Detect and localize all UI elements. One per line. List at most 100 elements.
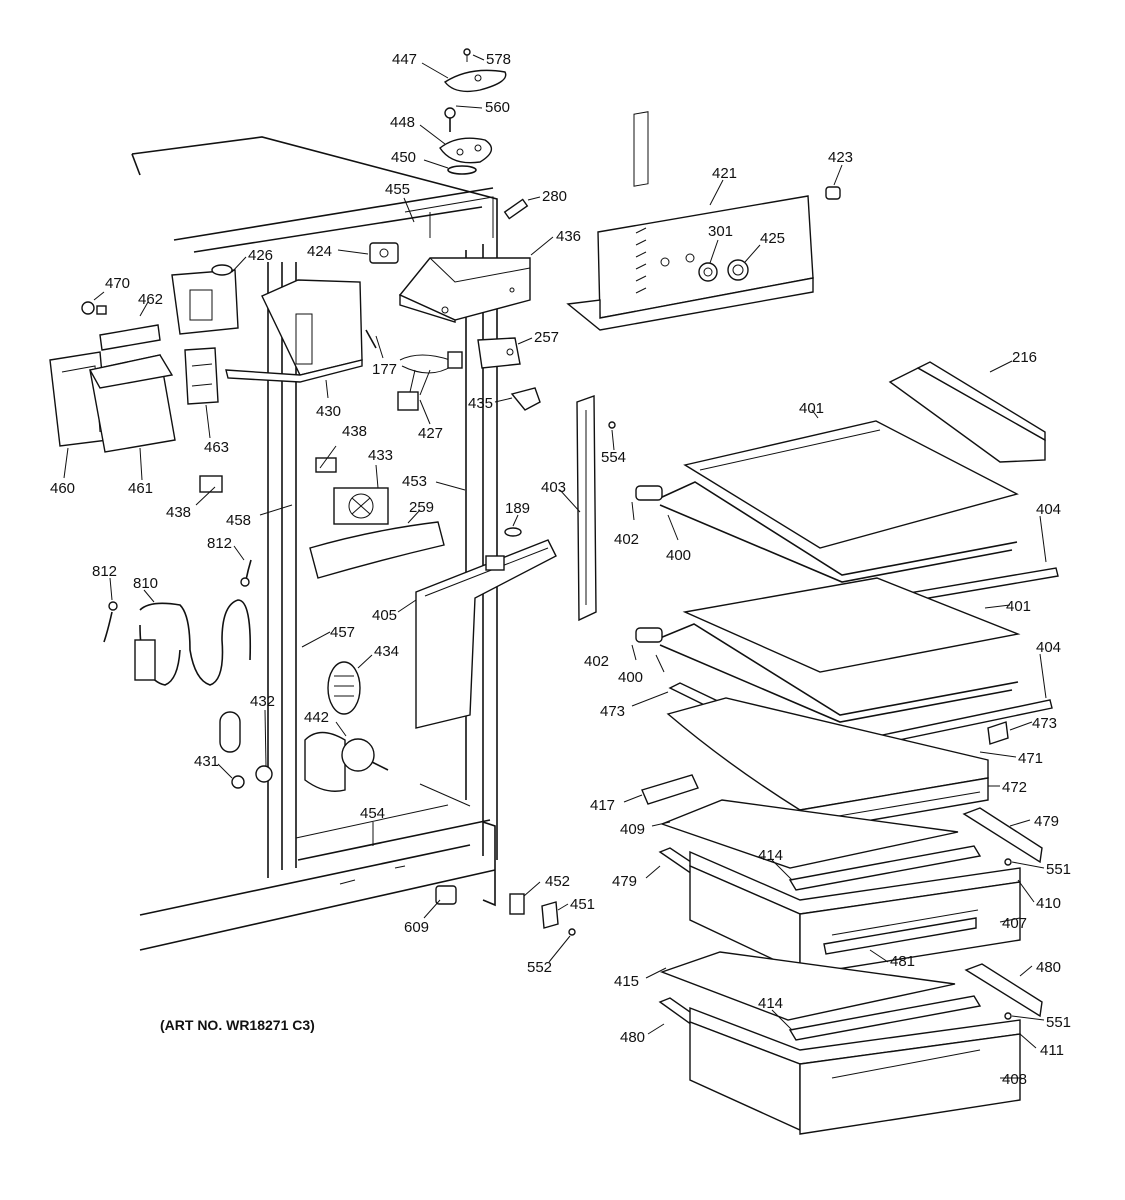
- label-458: 458: [226, 512, 251, 529]
- part-551-screw-lower: [1004, 1012, 1012, 1020]
- part-423-bulb: [825, 186, 841, 200]
- label-457: 457: [330, 624, 355, 641]
- part-189-plug: [504, 527, 522, 537]
- part-411-408-drawer-lower: [689, 1006, 1021, 1135]
- part-447-cover: [443, 69, 507, 93]
- part-414-frame-lower: [788, 995, 982, 1041]
- part-560-screw: [444, 107, 456, 132]
- part-435-clip: [510, 387, 541, 411]
- part-415-glass: [659, 951, 956, 1021]
- label-472: 472: [1002, 779, 1027, 796]
- part-426-damper-control: [171, 264, 239, 335]
- part-434-grille: [327, 661, 361, 715]
- label-400-upper: 400: [666, 547, 691, 564]
- label-177: 177: [372, 361, 397, 378]
- label-432: 432: [250, 693, 275, 710]
- label-433: 433: [368, 447, 393, 464]
- label-462: 462: [138, 291, 163, 308]
- label-481: 481: [890, 953, 915, 970]
- label-454: 454: [360, 805, 385, 822]
- label-402-lower: 402: [584, 653, 609, 670]
- label-407: 407: [1002, 915, 1027, 932]
- part-810-heater: [134, 599, 252, 686]
- label-453: 453: [402, 473, 427, 490]
- part-450-capillary: [447, 165, 477, 175]
- part-433-fan: [333, 487, 389, 525]
- label-409: 409: [620, 821, 645, 838]
- label-431: 431: [194, 753, 219, 770]
- part-417-slide: [641, 774, 699, 805]
- label-280: 280: [542, 188, 567, 205]
- label-434: 434: [374, 643, 399, 660]
- part-438-clip-lower: [199, 475, 223, 493]
- label-480-left: 480: [620, 1029, 645, 1046]
- label-410: 410: [1036, 895, 1061, 912]
- part-257-timer: [477, 337, 521, 369]
- label-408: 408: [1002, 1071, 1027, 1088]
- label-450: 450: [391, 149, 416, 166]
- part-424-switch: [369, 242, 399, 264]
- label-473-left: 473: [600, 703, 625, 720]
- part-463-clip: [184, 347, 219, 405]
- part-812-hose-a: [103, 601, 118, 643]
- label-810: 810: [133, 575, 158, 592]
- label-442: 442: [304, 709, 329, 726]
- label-436: 436: [556, 228, 581, 245]
- part-259-cover: [309, 521, 445, 579]
- label-447: 447: [392, 51, 417, 68]
- label-448: 448: [390, 114, 415, 131]
- part-280-bulb: [503, 198, 529, 220]
- part-551-screw-upper: [1004, 858, 1012, 866]
- label-401-lower: 401: [1006, 598, 1031, 615]
- label-400-lower: 400: [618, 669, 643, 686]
- part-405-duct: [415, 539, 557, 729]
- part-438-clip-upper: [315, 457, 337, 473]
- part-481-handle: [823, 917, 977, 955]
- label-480-right: 480: [1036, 959, 1061, 976]
- part-400-shelf-frame-lower: [659, 623, 1019, 723]
- part-425-knob: [727, 259, 749, 281]
- label-424: 424: [307, 243, 332, 260]
- part-461-duct: [88, 354, 176, 453]
- part-301-knob: [698, 262, 718, 282]
- label-426: 426: [248, 247, 273, 264]
- part-432-bushing: [255, 765, 273, 783]
- label-460: 460: [50, 480, 75, 497]
- part-430-air-duct: [225, 279, 363, 383]
- label-401-upper: 401: [799, 400, 824, 417]
- part-479-rail-right: [962, 807, 1043, 864]
- label-451: 451: [570, 896, 595, 913]
- label-578: 578: [486, 51, 511, 68]
- label-427: 427: [418, 425, 443, 442]
- part-401-glass-shelf-upper: [683, 420, 1019, 549]
- part-448-thermostat-housing: [439, 137, 493, 164]
- part-177-screw: [365, 329, 377, 349]
- label-479-right: 479: [1034, 813, 1059, 830]
- label-189: 189: [505, 500, 530, 517]
- label-435: 435: [468, 395, 493, 412]
- label-552: 552: [527, 959, 552, 976]
- label-257: 257: [534, 329, 559, 346]
- label-425: 425: [760, 230, 785, 247]
- part-812-hose-b: [240, 559, 252, 587]
- label-414-upper: 414: [758, 847, 783, 864]
- label-438-lower: 438: [166, 504, 191, 521]
- label-470: 470: [105, 275, 130, 292]
- part-480-rail-right: [964, 963, 1043, 1018]
- part-452-plate: [509, 893, 525, 915]
- part-427-wire-harness: [397, 351, 463, 411]
- part-442-fan-motor: [304, 731, 389, 792]
- label-551-lower: 551: [1046, 1014, 1071, 1031]
- label-479-left: 479: [612, 873, 637, 890]
- part-402-support-upper: [635, 485, 663, 501]
- part-421-control-panel: [566, 111, 814, 331]
- part-431-insulation: [219, 711, 245, 789]
- label-551-upper: 551: [1046, 861, 1071, 878]
- label-452: 452: [545, 873, 570, 890]
- part-462-bracket: [99, 324, 161, 351]
- label-430: 430: [316, 403, 341, 420]
- label-461: 461: [128, 480, 153, 497]
- label-405: 405: [372, 607, 397, 624]
- part-578-screw: [463, 48, 471, 62]
